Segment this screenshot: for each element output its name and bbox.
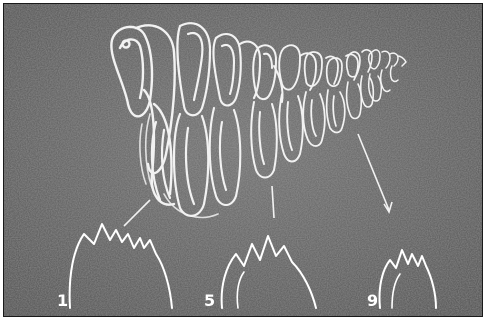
- tooth-label-1: 1: [57, 293, 68, 309]
- radula-drawing: [4, 4, 482, 316]
- radula-illustration-plate: 1 5 9: [3, 3, 483, 317]
- plate-grain: [4, 4, 482, 316]
- tooth-label-5: 5: [204, 293, 215, 309]
- tooth-label-9: 9: [367, 293, 378, 309]
